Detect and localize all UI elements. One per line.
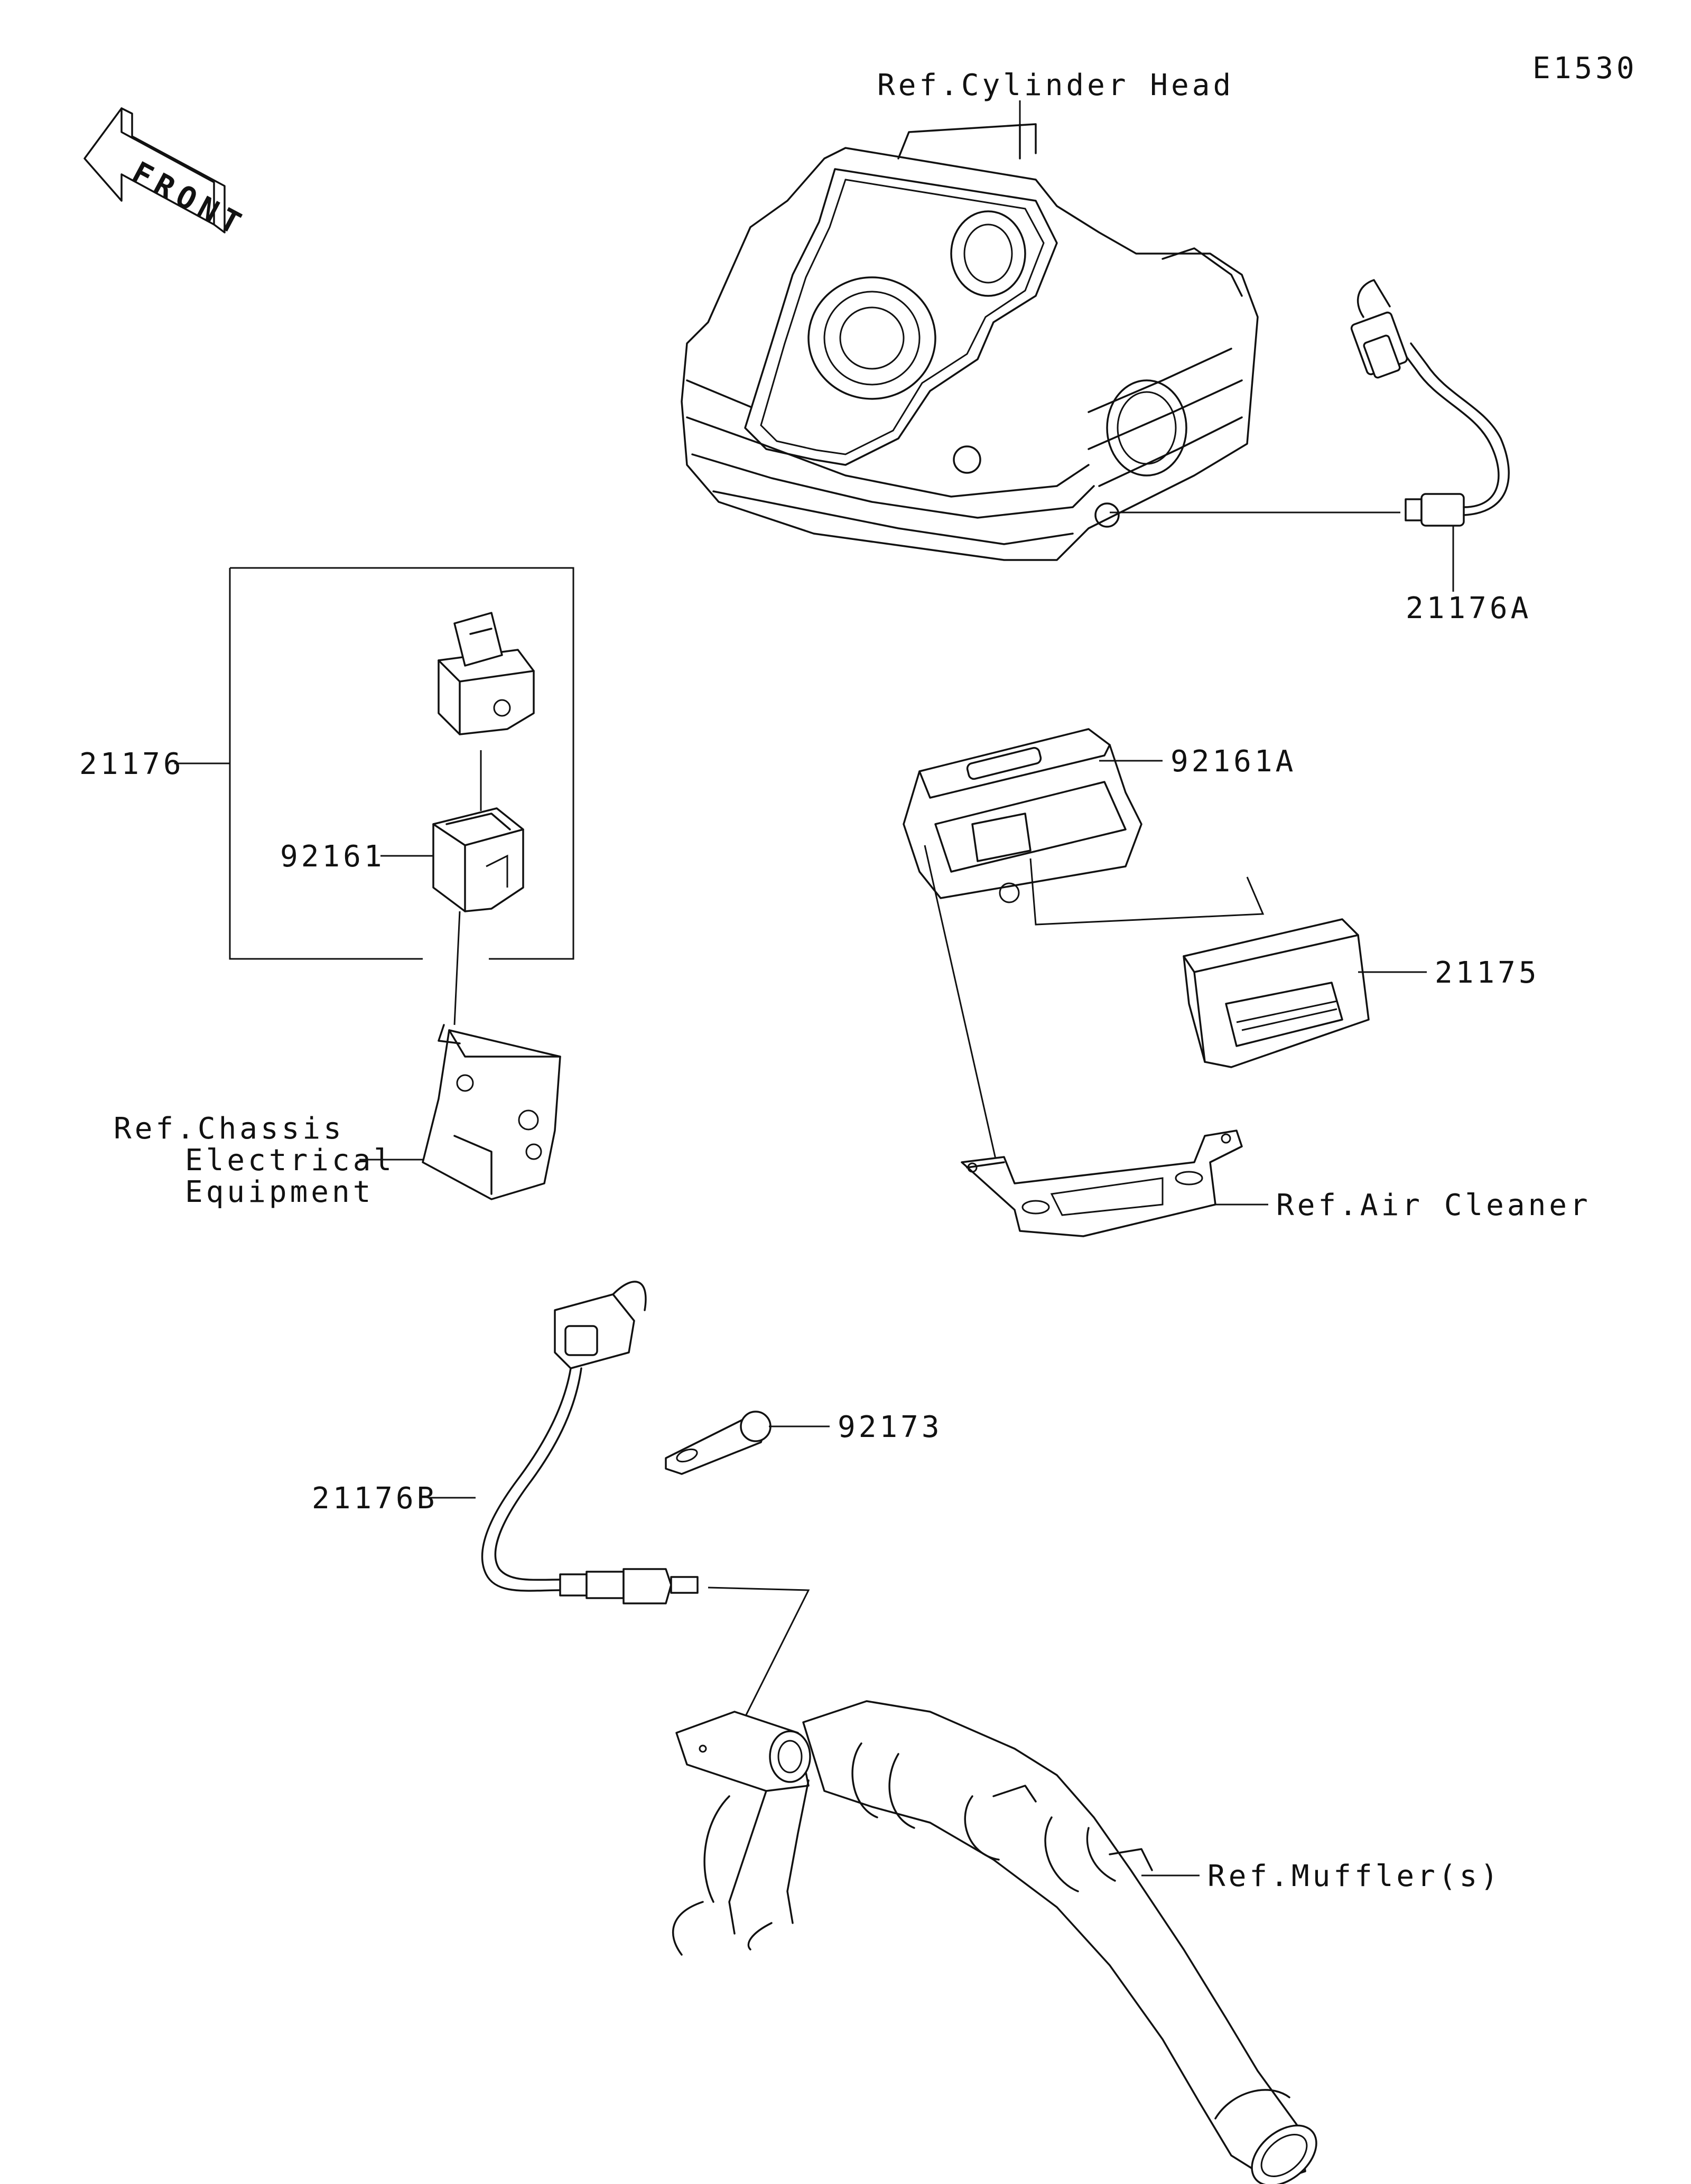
group-box-21176: [230, 567, 574, 960]
air-cleaner-bracket: [924, 845, 1268, 1237]
label-92161: 92161: [280, 839, 385, 874]
cylinder-head: [681, 123, 1259, 561]
diagram-code: E1530: [1532, 51, 1638, 86]
sensor-21176a: [1110, 279, 1510, 592]
label-92173: 92173: [838, 1410, 943, 1444]
ecu-21175: [1183, 918, 1427, 1068]
label-92161a: 92161A: [1170, 744, 1296, 779]
label-ref-air-cleaner: Ref.Air Cleaner: [1276, 1188, 1591, 1222]
label-ref-chassis-1: Ref.Chassis: [114, 1112, 345, 1146]
group-box-21176-left: [229, 568, 423, 960]
label-21176a: 21176A: [1406, 591, 1531, 626]
chassis-bracket: [359, 1024, 561, 1200]
label-21176: 21176: [79, 747, 184, 781]
front-arrow-icon: FRONT: [83, 107, 252, 245]
muffler: [672, 1700, 1317, 2184]
label-ref-muffler: Ref.Muffler(s): [1207, 1859, 1501, 1893]
sensor-21176: [438, 612, 535, 811]
label-ref-chassis-2: Electrical: [185, 1143, 395, 1178]
sensor-21176b: [428, 1281, 810, 1739]
label-ref-chassis-3: Equipment: [185, 1175, 374, 1209]
ecu-cover-92161a: [903, 728, 1265, 926]
label-21176b: 21176B: [312, 1481, 438, 1516]
label-21175: 21175: [1435, 956, 1540, 990]
label-ref-cylinder-head: Ref.Cylinder Head: [877, 68, 1234, 102]
cover-92161: [380, 807, 524, 1025]
clip-92173: [665, 1411, 830, 1475]
